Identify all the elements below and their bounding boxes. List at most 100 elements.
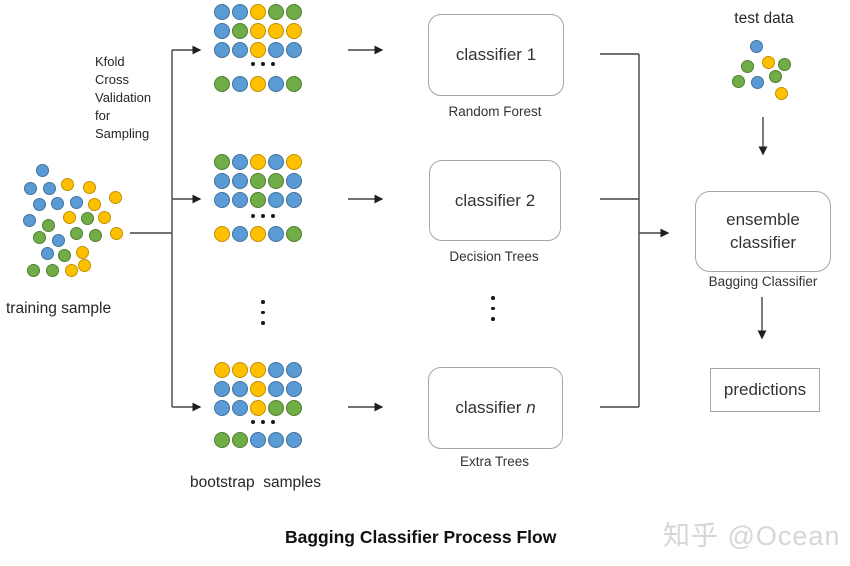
data-point — [232, 76, 248, 92]
data-point — [24, 182, 37, 195]
data-point — [778, 58, 791, 71]
data-point — [268, 23, 284, 39]
data-point — [268, 4, 284, 20]
data-point — [232, 173, 248, 189]
ellipsis-dots-between-samples — [261, 300, 265, 332]
data-point — [762, 56, 775, 69]
data-point — [98, 211, 111, 224]
ellipsis-dots-between-classifiers — [491, 296, 495, 328]
data-point — [36, 164, 49, 177]
data-point — [58, 249, 71, 262]
data-point — [51, 197, 64, 210]
data-point — [250, 362, 266, 378]
data-point — [286, 23, 302, 39]
data-point — [250, 400, 266, 416]
data-point — [214, 362, 230, 378]
data-point — [751, 76, 764, 89]
data-point — [232, 42, 248, 58]
test-data-label: test data — [734, 10, 794, 27]
data-point — [23, 214, 36, 227]
data-point — [214, 42, 230, 58]
data-point — [214, 432, 230, 448]
data-point — [232, 226, 248, 242]
ensemble-line2: classifier — [729, 232, 797, 252]
data-point — [250, 23, 266, 39]
data-point — [250, 226, 266, 242]
extra-trees-label: Extra Trees — [459, 454, 530, 469]
data-point — [27, 264, 40, 277]
data-point — [214, 381, 230, 397]
ensemble-classifier-box: ensemble classifier — [695, 191, 831, 272]
data-point — [750, 40, 763, 53]
classifier-n-title: classifier n — [455, 398, 536, 417]
data-point — [41, 247, 54, 260]
data-point — [232, 192, 248, 208]
data-point — [83, 181, 96, 194]
watermark: 知乎 @Ocean — [663, 521, 841, 551]
data-point — [214, 23, 230, 39]
data-point — [214, 154, 230, 170]
data-point — [741, 60, 754, 73]
random-forest-label: Random Forest — [448, 104, 542, 119]
data-point — [250, 42, 266, 58]
data-point — [268, 154, 284, 170]
data-point — [43, 182, 56, 195]
data-point — [232, 23, 248, 39]
data-point — [63, 211, 76, 224]
bootstrap-samples-label: bootstrap samples — [190, 474, 321, 491]
data-point — [232, 4, 248, 20]
ellipsis-dots-sample2 — [251, 214, 281, 218]
data-point — [286, 362, 302, 378]
data-point — [250, 4, 266, 20]
classifier-n-box: classifier n — [428, 367, 563, 449]
data-point — [52, 234, 65, 247]
kfold-line: for — [95, 107, 111, 123]
classifier-1-box: classifier 1 — [428, 14, 564, 96]
data-point — [70, 196, 83, 209]
data-point — [268, 381, 284, 397]
data-point — [76, 246, 89, 259]
data-point — [268, 42, 284, 58]
data-point — [214, 76, 230, 92]
data-point — [286, 432, 302, 448]
diagram-title: Bagging Classifier Process Flow — [285, 527, 557, 547]
data-point — [61, 178, 74, 191]
data-point — [214, 226, 230, 242]
data-point — [214, 173, 230, 189]
ellipsis-dots-sample3 — [251, 420, 281, 424]
data-point — [65, 264, 78, 277]
data-point — [232, 154, 248, 170]
decision-trees-label: Decision Trees — [449, 249, 539, 264]
data-point — [286, 173, 302, 189]
data-point — [214, 400, 230, 416]
kfold-line: Kfold — [95, 54, 125, 69]
data-point — [46, 264, 59, 277]
data-point — [268, 192, 284, 208]
kfold-line: Sampling — [95, 125, 150, 141]
data-point — [286, 154, 302, 170]
data-point — [232, 381, 248, 397]
data-point — [214, 4, 230, 20]
data-point — [286, 226, 302, 242]
kfold-note: Kfold Cross Validation for Sampling — [95, 53, 151, 143]
data-point — [81, 212, 94, 225]
data-point — [286, 4, 302, 20]
data-point — [268, 173, 284, 189]
data-point — [250, 173, 266, 189]
data-point — [250, 432, 266, 448]
data-point — [268, 76, 284, 92]
data-point — [70, 227, 83, 240]
data-point — [232, 362, 248, 378]
data-point — [268, 400, 284, 416]
data-point — [88, 198, 101, 211]
data-point — [232, 432, 248, 448]
kfold-line: Cross — [95, 71, 129, 87]
data-point — [109, 191, 122, 204]
predictions-label: predictions — [723, 380, 807, 399]
ensemble-line1: ensemble — [726, 210, 800, 230]
data-point — [232, 400, 248, 416]
data-point — [732, 75, 745, 88]
classifier-1-title: classifier 1 — [455, 45, 537, 64]
classifier-2-title: classifier 2 — [454, 190, 536, 210]
